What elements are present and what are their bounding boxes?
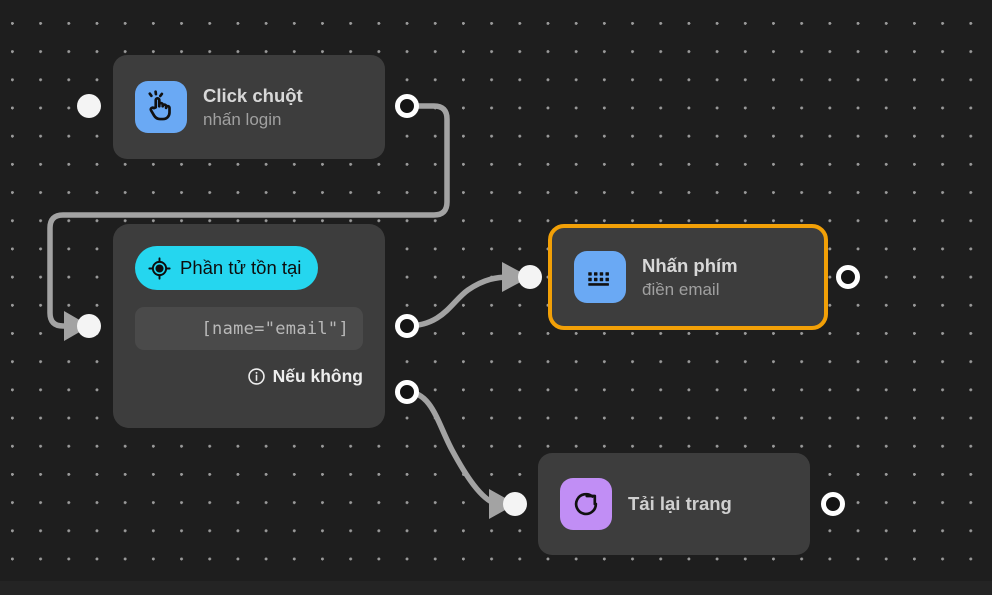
info-circle-icon: [247, 367, 266, 386]
condition-else-row[interactable]: Nếu không: [135, 366, 363, 387]
node-nhan-phim-subtitle: điền email: [642, 279, 720, 299]
pointing-hand-click-icon: [135, 81, 187, 133]
node-click-chuot-body: Click chuột nhấn login: [113, 81, 385, 133]
node-tai-lai-trang-title: Tải lại trang: [628, 493, 732, 514]
port-tai-lai-trang-output[interactable]: [821, 492, 845, 516]
node-click-chuot-subtitle: nhấn login: [203, 109, 282, 129]
port-click-input[interactable]: [77, 94, 101, 118]
node-tai-lai-trang[interactable]: Tải lại trang: [538, 453, 810, 555]
node-click-chuot[interactable]: Click chuột nhấn login: [113, 55, 385, 159]
crosshair-target-icon: [148, 256, 171, 280]
node-condition-phan-tu-ton-tai[interactable]: Phần tử tồn tại [name="email"] Nếu không: [113, 224, 385, 428]
edge-condition-else-to-reload: [406, 389, 498, 507]
port-click-output[interactable]: [395, 94, 419, 118]
port-condition-true-output[interactable]: [395, 314, 419, 338]
port-nhan-phim-output[interactable]: [836, 265, 860, 289]
edge-condition-true-to-keypress: [406, 274, 511, 329]
node-tai-lai-trang-text: Tải lại trang: [628, 493, 732, 515]
port-nhan-phim-input[interactable]: [518, 265, 542, 289]
condition-badge[interactable]: Phần tử tồn tại: [135, 246, 319, 290]
condition-else-label: Nếu không: [272, 366, 363, 386]
port-tai-lai-trang-input[interactable]: [503, 492, 527, 516]
node-nhan-phim-body: Nhấn phím điền email: [552, 251, 824, 303]
keyboard-icon: [574, 251, 626, 303]
node-nhan-phim-title: Nhấn phím: [642, 254, 738, 276]
condition-badge-label: Phần tử tồn tại: [180, 257, 302, 278]
reload-circular-arrow-icon: [560, 478, 612, 530]
node-tai-lai-trang-body: Tải lại trang: [538, 478, 810, 530]
node-click-chuot-title: Click chuột: [203, 84, 303, 106]
node-nhan-phim[interactable]: Nhấn phím điền email: [548, 224, 828, 330]
canvas-bottom-band: [0, 581, 992, 595]
port-condition-else-output[interactable]: [395, 380, 419, 404]
node-click-chuot-text: Click chuột nhấn login: [203, 85, 303, 130]
port-condition-input[interactable]: [77, 314, 101, 338]
node-nhan-phim-text: Nhấn phím điền email: [642, 255, 738, 300]
condition-selector-input[interactable]: [name="email"]: [135, 307, 363, 350]
